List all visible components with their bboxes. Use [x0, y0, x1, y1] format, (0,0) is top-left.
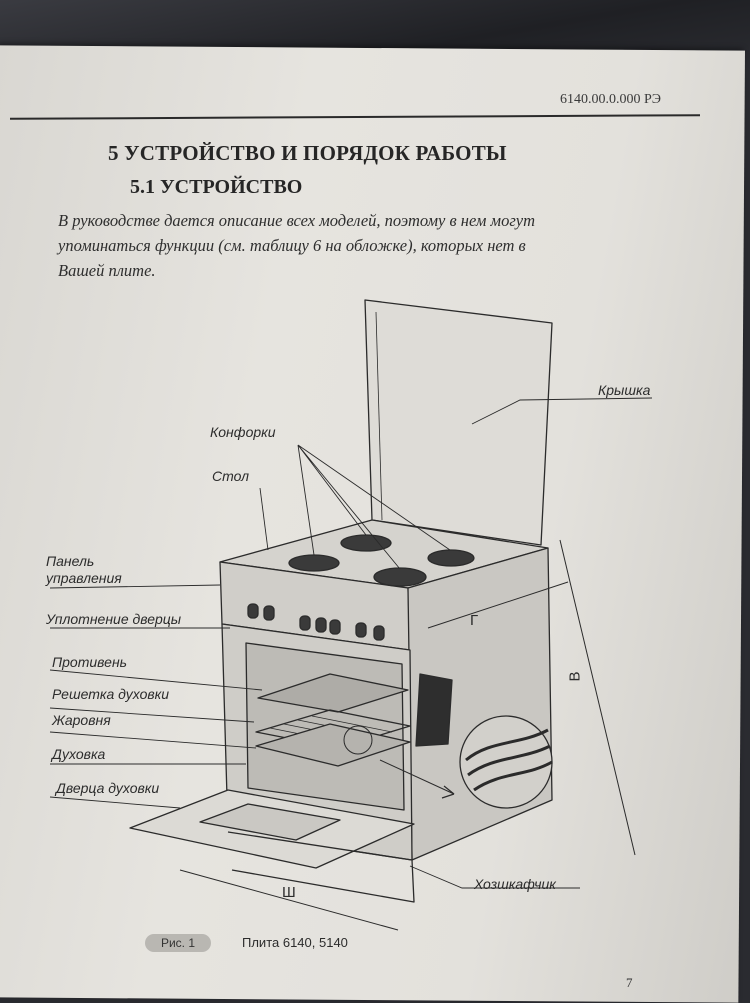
section-title: 5 УСТРОЙСТВО И ПОРЯДОК РАБОТЫ	[108, 141, 507, 165]
figure-caption: Плита 6140, 5140	[242, 935, 348, 950]
storage-drawer-shape	[227, 831, 415, 903]
page-number: 7	[626, 975, 633, 990]
label-roasting-pan: Жаровня	[52, 712, 111, 728]
figure-badge: Рис. 1	[145, 934, 211, 952]
label-burners: Конфорки	[210, 424, 276, 440]
burner-4	[427, 549, 475, 567]
label-dimension-height: В	[566, 671, 584, 682]
label-storage: Хозшкафчик	[474, 876, 556, 892]
label-table: Стол	[212, 468, 249, 484]
label-oven-door: Дверца духовки	[56, 780, 160, 796]
intro-paragraph: В руководстве дается описание всех модел…	[58, 208, 668, 283]
label-baking-tray: Противень	[52, 654, 128, 670]
depth-dimension-line	[427, 581, 569, 629]
roasting-pan-shape	[255, 723, 411, 767]
knob	[299, 615, 311, 631]
rack-detail-callout	[459, 715, 553, 809]
label-lid: Крышка	[598, 382, 651, 398]
intro-line: упоминаться функции (см. таблицу 6 на об…	[58, 236, 526, 255]
door-seal-shape	[415, 673, 453, 747]
knob	[247, 603, 259, 619]
document-code: 6140.00.0.000 РЭ	[560, 92, 662, 107]
label-panel-line1: Панель	[46, 553, 95, 569]
knob	[263, 605, 275, 621]
label-door-seal: Уплотнение дверцы	[46, 611, 182, 627]
label-dimension-width: Ш	[282, 884, 296, 901]
knob	[355, 622, 367, 638]
intro-line: В руководстве дается описание всех модел…	[58, 211, 536, 230]
knob	[315, 617, 327, 633]
burner-1	[288, 554, 340, 572]
knob	[373, 625, 385, 641]
label-panel-line2: управления	[46, 570, 122, 586]
lid-shape	[364, 299, 553, 546]
intro-line: Вашей плите.	[58, 261, 156, 280]
width-dimension-line	[179, 869, 399, 931]
burner-3	[373, 567, 427, 587]
label-oven: Духовка	[52, 746, 106, 762]
label-oven-rack: Решетка духовки	[52, 686, 170, 702]
baking-tray-shape	[257, 673, 409, 713]
knob	[329, 619, 341, 635]
section-subtitle: 5.1 УСТРОЙСТВО	[130, 176, 303, 198]
label-dimension-depth: Г	[470, 612, 479, 629]
height-dimension-line	[559, 539, 636, 856]
